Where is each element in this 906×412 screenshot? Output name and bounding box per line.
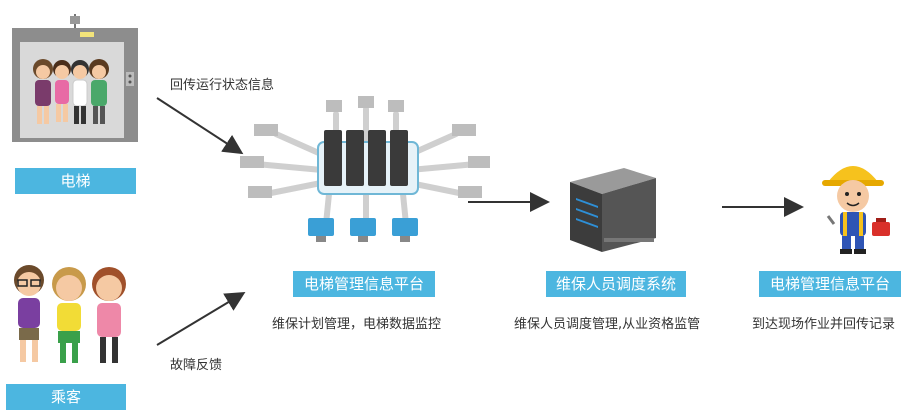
elevator-label: 电梯 [15,168,136,194]
dispatch-caption: 维保人员调度管理,从业资格监管 [514,317,701,332]
worker-label: 电梯管理信息平台 [759,271,901,297]
platform-caption: 维保计划管理，电梯数据监控 [272,317,442,332]
dispatch-label: 维保人员调度系统 [546,271,686,297]
passengers-group-icon [4,258,134,368]
passenger-label: 乘客 [6,384,126,410]
arrow-passenger-to-platform [156,291,246,346]
maintenance-worker-icon [810,156,896,256]
edge-label-fault-feedback: 故障反馈 [170,358,223,373]
platform-label: 电梯管理信息平台 [293,271,435,297]
edge-label-status-report: 回传运行状态信息 [170,78,275,93]
server-tower-icon [564,160,660,254]
server-cluster-network-icon [236,94,494,254]
elevator-cabin-icon [10,14,140,144]
worker-caption: 到达现场作业并回传记录 [752,317,896,332]
arrow-elevator-to-platform [156,97,244,155]
